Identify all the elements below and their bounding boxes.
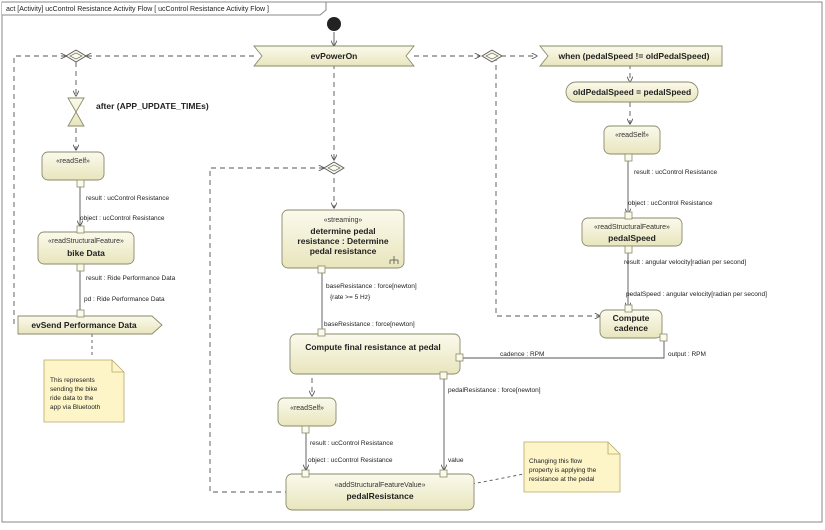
- note-left[interactable]: This represents sending the bike ride da…: [43, 359, 125, 423]
- pin-label-cadence-input: cadence : RPM: [500, 351, 544, 358]
- note-right-line1: Changing this flow: [529, 458, 582, 465]
- evSend-label: evSend Performance Data: [31, 320, 137, 330]
- pin-label-base-out: baseResistance : force[newton]: [326, 283, 417, 290]
- assign-action-label: oldPedalSpeed = pedalSpeed: [573, 87, 691, 97]
- when-label: when (pedalSpeed != oldPedalSpeed): [558, 51, 710, 61]
- compute-cadence-action[interactable]: Compute cadence: [599, 304, 668, 342]
- pin-compute-pedalRes-out[interactable]: [439, 371, 448, 380]
- note-left-line2: sending the bike: [50, 386, 98, 393]
- addStructuralFeature-action[interactable]: «addStructuralFeatureValue» pedalResista…: [285, 469, 475, 511]
- edge-loop-to-merge-mid: [209, 168, 324, 493]
- pin-add-value[interactable]: [439, 469, 448, 478]
- pin-pedalSpeed-object[interactable]: [624, 211, 633, 220]
- pin-pedalSpeed-result[interactable]: [624, 245, 633, 254]
- edge-cadence-output-to-compute: [444, 336, 665, 358]
- compute-final-action[interactable]: Compute final resistance at pedal: [289, 328, 464, 380]
- hourglass-icon[interactable]: [67, 97, 85, 127]
- pin-label-bottom-result: result : ucControl Resistance: [310, 440, 393, 447]
- compute-final-label: Compute final resistance at pedal: [305, 342, 441, 352]
- frame-title: act [Activity] ucControl Resistance Acti…: [6, 6, 269, 13]
- merge-node-middle[interactable]: [323, 161, 345, 175]
- pin-label-cadence-output: output : RPM: [668, 351, 706, 358]
- pin-cadence-output[interactable]: [659, 333, 668, 342]
- pin-left-result[interactable]: [76, 179, 85, 188]
- assign-action[interactable]: oldPedalSpeed = pedalSpeed: [565, 81, 699, 103]
- readSelf-bottom-action[interactable]: «readSelf»: [277, 397, 337, 434]
- note-left-line4: app via Bluetooth: [50, 404, 101, 411]
- merge-node-right[interactable]: [481, 49, 503, 63]
- readSelf-right-action[interactable]: «readSelf»: [603, 125, 661, 162]
- evPowerOn-label: evPowerOn: [311, 51, 358, 61]
- edges: [13, 32, 665, 493]
- call-behavior-rake-icon: [389, 256, 399, 264]
- pin-right-result[interactable]: [624, 153, 633, 162]
- pin-label-base-in: baseResistance : force[newton]: [324, 321, 415, 328]
- readSelf-bottom-label: «readSelf»: [290, 405, 324, 412]
- pin-bottom-result[interactable]: [301, 425, 310, 434]
- streaming-stereotype: «streaming»: [324, 217, 363, 224]
- readSelf-left-action[interactable]: «readSelf»: [41, 151, 105, 188]
- streaming-line2: resistance : Determine: [297, 236, 388, 246]
- pin-label-pedalRes-out: pedalResistance : force[newton]: [448, 387, 541, 394]
- addFeature-stereotype: «addStructuralFeatureValue»: [335, 482, 426, 489]
- note-left-line3: ride data to the: [50, 395, 94, 402]
- pin-compute-base-in[interactable]: [317, 328, 326, 337]
- pedalSpeed-action[interactable]: «readStructuralFeature» pedalSpeed: [581, 211, 683, 254]
- accept-event-when[interactable]: when (pedalSpeed != oldPedalSpeed): [539, 45, 723, 67]
- pin-label-left-object: object : ucControl Resistance: [80, 215, 165, 222]
- pin-label-pedalSpeed: pedalSpeed : angular velocity[radian per…: [626, 291, 767, 298]
- compute-cadence-line1: Compute: [613, 313, 650, 323]
- bikeData-label: bike Data: [67, 248, 105, 258]
- readSelf-left-label: «readSelf»: [56, 158, 90, 165]
- pin-label-pd: pd : Ride Performance Data: [84, 296, 165, 303]
- pin-cadence-pedalSpeed[interactable]: [624, 304, 633, 313]
- pin-evSend-pd[interactable]: [76, 309, 85, 318]
- pin-label-value: value: [448, 457, 464, 464]
- pin-label-right-result: result : ucControl Resistance: [634, 169, 717, 176]
- pin-compute-cadence[interactable]: [455, 353, 464, 362]
- streaming-line3: pedal resistance: [310, 246, 377, 256]
- bikeData-action[interactable]: «readStructuralFeature» bike Data: [37, 225, 135, 272]
- rate-constraint: {rate >= 5 Hz}: [330, 294, 371, 301]
- addFeature-label: pedalResistance: [346, 491, 413, 501]
- pin-label-right-object: object : ucControl Resistance: [628, 200, 713, 207]
- pin-label-angular-result: result : angular velocity[radian per sec…: [624, 259, 746, 266]
- pin-base-out[interactable]: [317, 265, 326, 274]
- accept-event-evPowerOn[interactable]: evPowerOn: [253, 45, 415, 67]
- pedalSpeed-stereotype: «readStructuralFeature»: [594, 224, 670, 231]
- note-left-line1: This represents: [50, 377, 96, 384]
- note-right-line3: resistance at the pedal: [529, 476, 595, 483]
- pin-bike-object[interactable]: [76, 225, 85, 234]
- streaming-action[interactable]: «streaming» determine pedal resistance :…: [281, 209, 405, 274]
- merge-node-left[interactable]: [65, 49, 87, 63]
- pin-label-bottom-object: object : ucControl Resistance: [308, 457, 393, 464]
- note-right[interactable]: Changing this flow property is applying …: [523, 441, 621, 493]
- after-event-label: after (APP_UPDATE_TIMEs): [96, 101, 209, 111]
- streaming-line1: determine pedal: [310, 226, 375, 236]
- readSelf-right-label: «readSelf»: [615, 132, 649, 139]
- pedalSpeed-label: pedalSpeed: [608, 233, 656, 243]
- note-right-line2: property is applying the: [529, 467, 597, 474]
- initial-node[interactable]: [327, 17, 341, 31]
- pin-label-bike-result: result : Ride Performance Data: [86, 275, 176, 282]
- bikeData-stereotype: «readStructuralFeature»: [48, 238, 124, 245]
- send-signal-evSend[interactable]: evSend Performance Data: [17, 309, 163, 335]
- pin-add-object[interactable]: [301, 469, 310, 478]
- note-anchor-right: [471, 473, 525, 485]
- compute-cadence-line2: cadence: [614, 323, 648, 333]
- pin-label-left-result: result : ucControl Resistance: [86, 195, 169, 202]
- pin-bike-result[interactable]: [76, 263, 85, 272]
- frame-title-tab: [2, 1, 327, 16]
